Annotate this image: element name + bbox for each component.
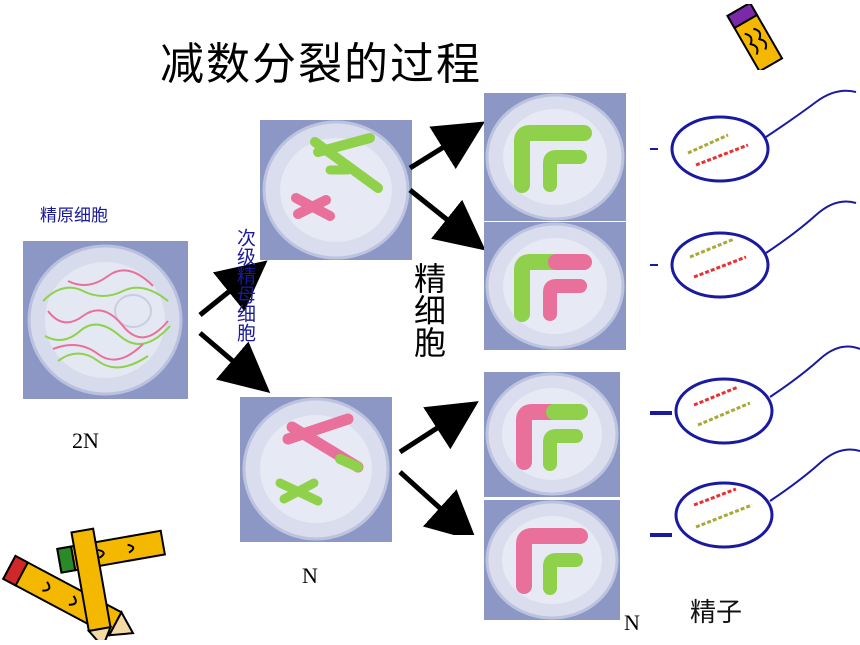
ploidy-2n-label: 2N <box>72 428 99 453</box>
spermatid-cell-4 <box>484 500 620 620</box>
pencil-clipart-icon <box>726 4 784 70</box>
secondary-spermatocyte-label: 次级精母细胞 <box>234 228 256 342</box>
sperm-4 <box>650 448 860 549</box>
arrows-to-secondary <box>198 260 271 393</box>
spermatid-cell-1 <box>484 93 626 221</box>
arrows-bottom-to-spermatids <box>398 401 479 535</box>
sperm-label: 精子 <box>690 598 743 628</box>
sperm-3 <box>650 345 860 445</box>
arrows-top-to-spermatids <box>408 121 486 251</box>
spermatid-label: 精细胞 <box>409 262 447 358</box>
arrow-up <box>198 260 268 317</box>
secondary-spermatocyte-bottom <box>240 397 392 542</box>
spermatogonium-cell <box>23 241 188 399</box>
ploidy-n-middle-label: N <box>302 563 318 588</box>
spermatid-cell-3 <box>484 372 620 497</box>
spermatid-cell-2 <box>484 222 626 350</box>
secondary-spermatocyte-top <box>260 120 412 260</box>
sperm-2 <box>650 200 857 299</box>
pencils-clipart-icon <box>1 527 167 640</box>
ploidy-n-right-label: N <box>624 610 640 635</box>
spermatogonium-label: 精原细胞 <box>40 206 108 226</box>
slide-title: 减数分裂的过程 <box>160 39 482 90</box>
sperm-group <box>650 89 860 549</box>
sperm-1 <box>650 89 857 183</box>
arrow-down <box>198 331 271 393</box>
